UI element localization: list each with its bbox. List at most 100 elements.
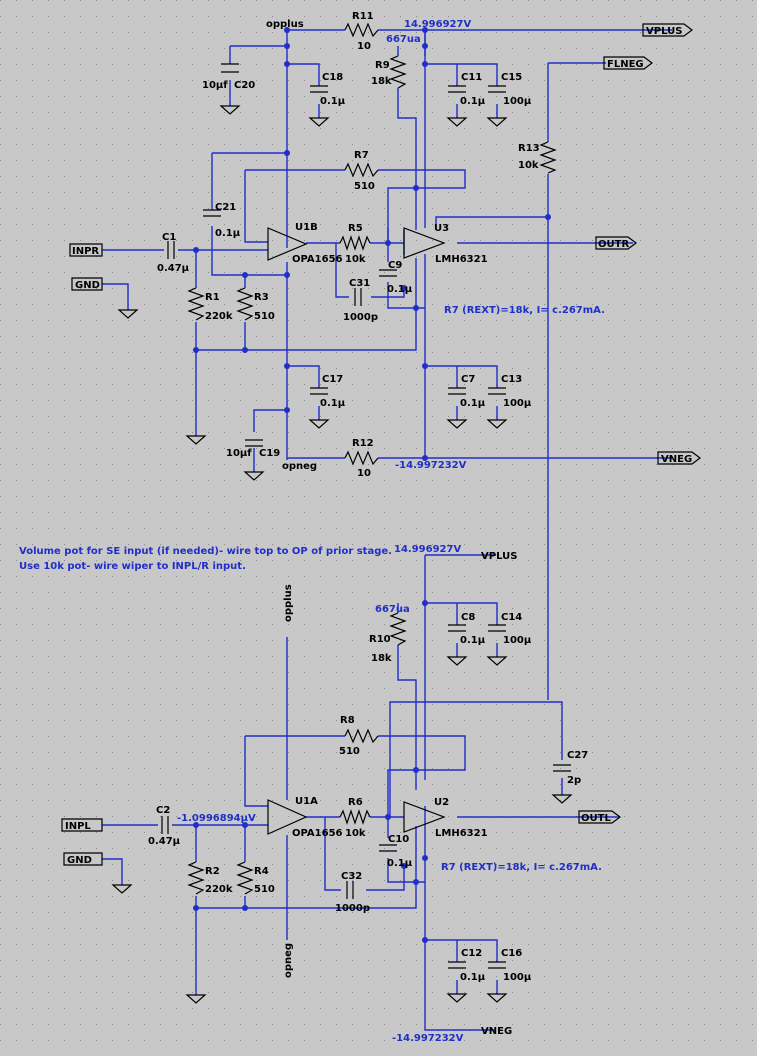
label-c12-name: C12 — [461, 948, 482, 959]
voltage-vplus-top: 14.996927V — [404, 19, 471, 30]
label-r11-value: 10 — [357, 41, 371, 52]
resistor-r4 — [236, 861, 254, 895]
label-r11-name: R11 — [352, 11, 374, 22]
opamp-u1b-symbol — [267, 227, 308, 261]
label-r6-name: R6 — [348, 797, 363, 808]
capacitor-c20 — [221, 63, 239, 73]
label-r7-value: 510 — [354, 181, 375, 192]
port-flag-inpr — [69, 243, 103, 257]
label-c8-name: C8 — [461, 612, 475, 623]
label-c16-value: 100µ — [503, 972, 532, 983]
label-c20-value: 10µf — [202, 80, 228, 91]
resistor-r13 — [539, 141, 557, 174]
label-r1-value: 220k — [205, 311, 233, 322]
buffer-u3-symbol — [403, 227, 446, 259]
label-c8-value: 0.1µ — [460, 635, 486, 646]
voltage-vplus-bot: 14.996927V — [394, 544, 461, 555]
label-r3-name: R3 — [254, 292, 269, 303]
label-c9-value: 0.1µ — [387, 284, 413, 295]
label-c16-name: C16 — [501, 948, 522, 959]
port-flneg: FLNEG — [607, 59, 644, 70]
label-c2-value: 0.47µ — [148, 836, 181, 847]
capacitor-c32 — [346, 881, 354, 899]
label-r7-name: R7 — [354, 150, 369, 161]
label-c17-value: 0.1µ — [320, 398, 346, 409]
resistor-r7 — [344, 162, 379, 178]
buffer-u2-symbol — [403, 801, 446, 833]
label-c17-name: C17 — [322, 374, 343, 385]
label-r9-value: 18k — [371, 76, 392, 87]
label-r6-value: 10k — [345, 828, 366, 839]
label-c15-name: C15 — [501, 72, 522, 83]
capacitors — [161, 63, 571, 969]
ground-icon — [185, 435, 207, 445]
capacitor-c8 — [448, 624, 466, 632]
note-volume-line1: Volume pot for SE input (if needed)- wir… — [19, 546, 392, 557]
ground-icon — [446, 656, 468, 666]
ground-symbols — [111, 105, 573, 1004]
capacitor-c18 — [310, 85, 328, 93]
ground-icon — [219, 105, 241, 115]
resistor-r10 — [389, 612, 407, 646]
port-outr: OUTR — [598, 239, 629, 250]
label-c14-value: 100µ — [503, 635, 532, 646]
label-c12-value: 0.1µ — [460, 972, 486, 983]
label-c19-name: C19 — [259, 448, 280, 459]
resistor-r3 — [236, 287, 254, 321]
label-c21-value: 0.1µ — [215, 228, 241, 239]
ground-icon — [117, 309, 139, 319]
label-r3-value: 510 — [254, 311, 275, 322]
port-vplus-top: VPLUS — [646, 26, 682, 37]
capacitor-c15 — [488, 85, 506, 93]
label-r13-name: R13 — [518, 143, 540, 154]
label-c27-name: C27 — [567, 750, 588, 761]
port-inpr: INPR — [72, 246, 99, 257]
label-r8-name: R8 — [340, 715, 355, 726]
port-gnd-bot: GND — [67, 855, 92, 866]
label-c11-value: 0.1µ — [460, 96, 486, 107]
ground-icon — [243, 471, 265, 481]
label-u1a-name: U1A — [295, 796, 318, 807]
opamp-u1a-symbol — [267, 799, 308, 835]
wiring — [102, 29, 672, 1031]
port-flag-gnd-top — [71, 277, 103, 291]
label-c1-name: C1 — [162, 232, 176, 243]
ground-icon — [446, 419, 468, 429]
label-c9-name: C9 — [388, 260, 402, 271]
label-c13-name: C13 — [501, 374, 522, 385]
current-r9: 667ua — [386, 34, 421, 45]
resistor-r5 — [339, 235, 371, 251]
ground-icon — [446, 993, 468, 1003]
port-outl: OUTL — [581, 813, 611, 824]
voltage-inpl-node: -1.0996894µV — [177, 813, 256, 824]
capacitor-c17 — [310, 387, 328, 395]
port-flag-vplus-top — [642, 23, 693, 37]
label-r10-name: R10 — [369, 634, 391, 645]
capacitor-c31 — [354, 288, 362, 306]
label-r10-value: 18k — [371, 653, 392, 664]
port-flag-outr — [595, 236, 637, 250]
capacitor-c11 — [448, 85, 466, 93]
resistor-r6 — [339, 809, 371, 825]
resistor-r8 — [344, 728, 379, 744]
resistor-r1 — [187, 287, 205, 321]
voltage-vneg-bot: -14.997232V — [392, 1033, 464, 1044]
port-flag-inpl — [61, 818, 103, 832]
ground-icon — [446, 117, 468, 127]
label-c13-value: 100µ — [503, 398, 532, 409]
capacitor-c27 — [553, 764, 571, 772]
label-r12-name: R12 — [352, 438, 374, 449]
note-rext-top: R7 (REXT)=18k, I= c.267mA. — [444, 305, 605, 316]
label-r1-name: R1 — [205, 292, 220, 303]
capacitor-c12 — [448, 961, 466, 969]
label-c32-value: 1000p — [335, 903, 370, 914]
label-c27-value: 2p — [567, 775, 581, 786]
resistors — [187, 22, 557, 895]
ground-icon — [486, 117, 508, 127]
ground-icon — [308, 117, 330, 127]
ground-icon — [111, 884, 133, 894]
label-u3-name: U3 — [434, 223, 449, 234]
capacitor-c21 — [203, 209, 221, 217]
